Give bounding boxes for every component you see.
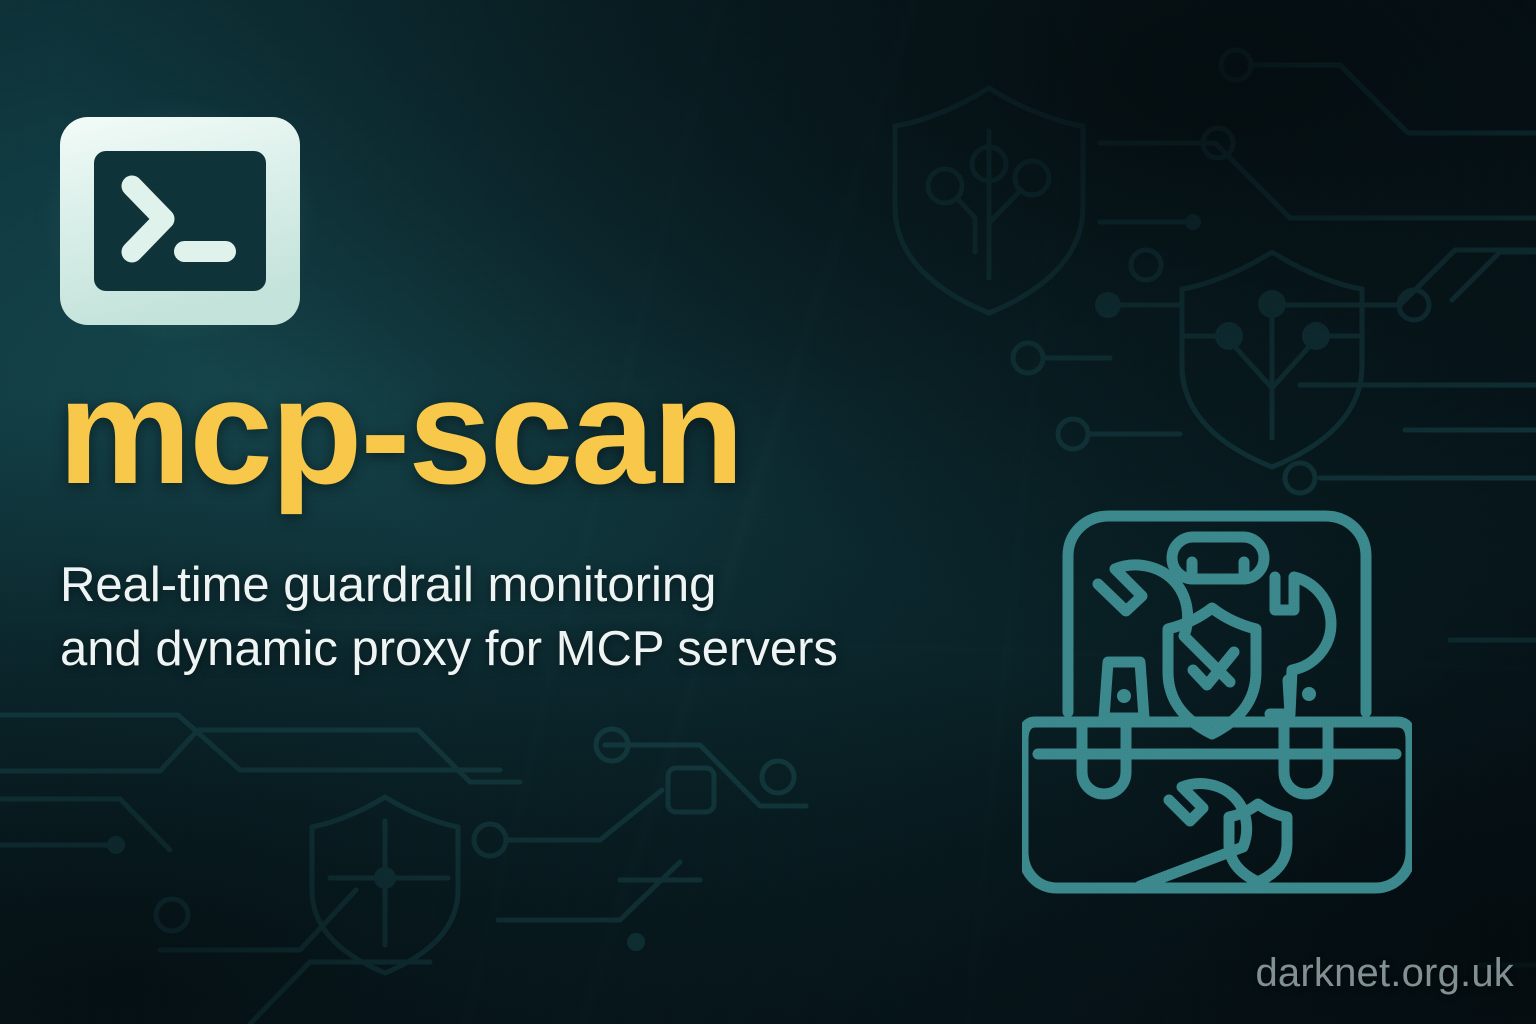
subtitle-line-2: and dynamic proxy for MCP servers — [60, 621, 838, 676]
page-subtitle: Real-time guardrail monitoring and dynam… — [60, 554, 838, 681]
terminal-cursor-glyph — [174, 241, 236, 262]
site-watermark: darknet.org.uk — [1255, 951, 1514, 995]
page-title: mcp-scan — [58, 347, 744, 515]
toolbox-illustration — [1017, 500, 1417, 910]
terminal-prompt-glyph — [121, 175, 175, 263]
subtitle-line-1: Real-time guardrail monitoring — [60, 558, 717, 612]
terminal-icon — [14, 75, 346, 367]
